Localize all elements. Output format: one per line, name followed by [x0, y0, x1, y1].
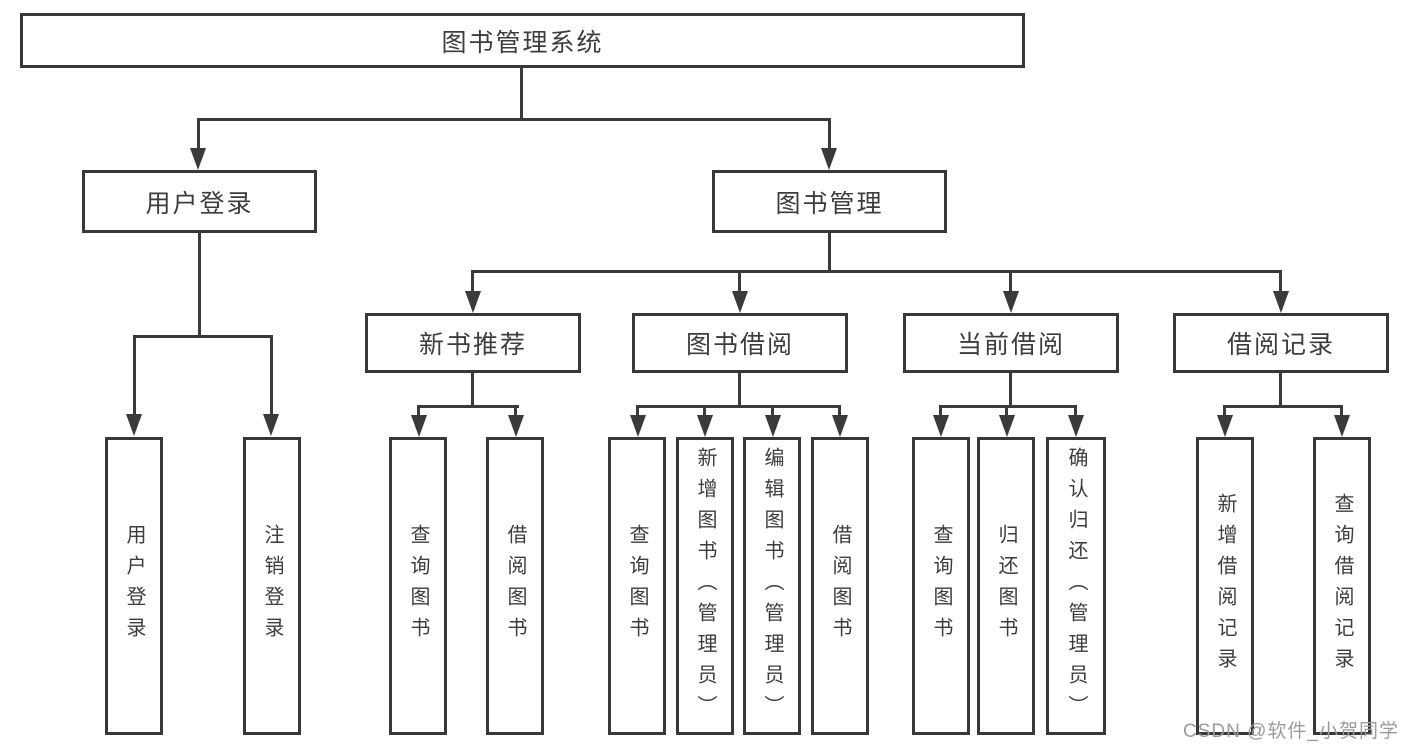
connector-vline	[939, 405, 942, 417]
node-label: 图书借阅	[685, 331, 794, 359]
leaf-logout: 注销登录	[243, 437, 301, 735]
connector-vline	[417, 405, 420, 417]
arrow-down-icon	[933, 415, 949, 437]
node-label: 借阅记录	[1226, 331, 1335, 359]
leaf-label: 借阅图书	[829, 524, 851, 648]
leaf-label: 确认归还（管理员）	[1065, 446, 1087, 726]
node-new-book-recommendation: 新书推荐	[365, 313, 581, 373]
arrow-down-icon	[630, 415, 646, 437]
connector-hline	[939, 405, 1077, 408]
connector-vline	[838, 405, 841, 417]
node-label: 当前借阅	[956, 331, 1065, 359]
arrow-down-icon	[190, 148, 206, 170]
arrow-down-icon	[1334, 415, 1350, 437]
leaf-label: 借阅图书	[504, 524, 526, 648]
connector-hline	[1223, 405, 1343, 408]
arrow-down-icon	[1273, 291, 1289, 313]
connector-vline	[270, 335, 273, 415]
arrow-down-icon	[732, 291, 748, 313]
connector-vline	[771, 405, 774, 417]
leaf-return-books: 归还图书	[977, 437, 1035, 735]
connector-vline	[1074, 405, 1077, 417]
arrow-down-icon	[508, 415, 524, 437]
arrow-down-icon	[263, 414, 279, 436]
connector-vline	[1009, 270, 1012, 293]
connector-hline	[197, 118, 831, 121]
connector-vline	[1223, 405, 1226, 417]
connector-vline	[738, 270, 741, 293]
connector-hline	[471, 270, 1282, 273]
leaf-label: 查询图书	[930, 524, 952, 648]
connector-vline	[1005, 405, 1008, 417]
leaf-query-books-borrowing: 查询图书	[608, 437, 666, 735]
connector-vline	[133, 335, 136, 415]
leaf-label: 归还图书	[995, 524, 1017, 648]
arrow-down-icon	[411, 415, 427, 437]
node-book-management: 图书管理	[712, 170, 947, 233]
connector-hline	[133, 335, 273, 338]
connector-vline	[828, 118, 831, 150]
node-borrowing-records: 借阅记录	[1173, 313, 1389, 373]
arrow-down-icon	[697, 415, 713, 437]
leaf-query-borrowing-record: 查询借阅记录	[1313, 437, 1371, 735]
leaf-borrow-books-recommend: 借阅图书	[486, 437, 544, 735]
connector-vline	[1279, 270, 1282, 293]
arrow-down-icon	[1068, 415, 1084, 437]
connector-vline	[471, 373, 474, 405]
leaf-label: 新增图书（管理员）	[694, 446, 716, 726]
arrow-down-icon	[765, 415, 781, 437]
node-book-borrowing: 图书借阅	[632, 313, 848, 373]
connector-vline	[197, 118, 200, 150]
leaf-add-borrowing-record: 新增借阅记录	[1196, 437, 1254, 735]
leaf-borrow-books: 借阅图书	[811, 437, 869, 735]
node-library-management-system: 图书管理系统	[20, 13, 1025, 68]
arrow-down-icon	[465, 291, 481, 313]
leaf-confirm-return-admin: 确认归还（管理员）	[1046, 437, 1106, 735]
arrow-down-icon	[832, 415, 848, 437]
arrow-down-icon	[821, 148, 837, 170]
connector-vline	[1279, 373, 1282, 405]
connector-hline	[417, 405, 519, 408]
leaf-label: 用户登录	[123, 524, 145, 648]
connector-vline	[738, 373, 741, 405]
leaf-label: 查询图书	[407, 524, 429, 648]
connector-vline	[636, 405, 639, 417]
connector-vline	[514, 405, 517, 417]
connector-vline	[1340, 405, 1343, 417]
leaf-label: 新增借阅记录	[1214, 493, 1236, 679]
connector-vline	[520, 68, 523, 118]
connector-hline	[636, 405, 841, 408]
leaf-query-books-current: 查询图书	[912, 437, 970, 735]
node-user-login: 用户登录	[82, 170, 317, 233]
arrow-down-icon	[1217, 415, 1233, 437]
arrow-down-icon	[1003, 291, 1019, 313]
leaf-user-login: 用户登录	[105, 437, 163, 735]
connector-vline	[703, 405, 706, 417]
arrow-down-icon	[999, 415, 1015, 437]
leaf-label: 查询借阅记录	[1331, 493, 1353, 679]
connector-vline	[198, 233, 201, 335]
node-label: 用户登录	[145, 189, 254, 218]
leaf-label: 注销登录	[261, 524, 283, 648]
connector-vline	[471, 270, 474, 293]
leaf-add-books-admin: 新增图书（管理员）	[676, 437, 734, 735]
connector-vline	[1009, 373, 1012, 405]
leaf-label: 查询图书	[626, 524, 648, 648]
leaf-query-books-recommend: 查询图书	[389, 437, 447, 735]
node-current-borrowing: 当前借阅	[903, 313, 1119, 373]
connector-vline	[828, 233, 831, 271]
leaf-edit-books-admin: 编辑图书（管理员）	[743, 437, 801, 735]
arrow-down-icon	[126, 414, 142, 436]
node-label: 新书推荐	[418, 331, 527, 359]
leaf-label: 编辑图书（管理员）	[761, 446, 783, 726]
node-label: 图书管理	[775, 189, 884, 218]
node-label: 图书管理系统	[441, 28, 604, 57]
